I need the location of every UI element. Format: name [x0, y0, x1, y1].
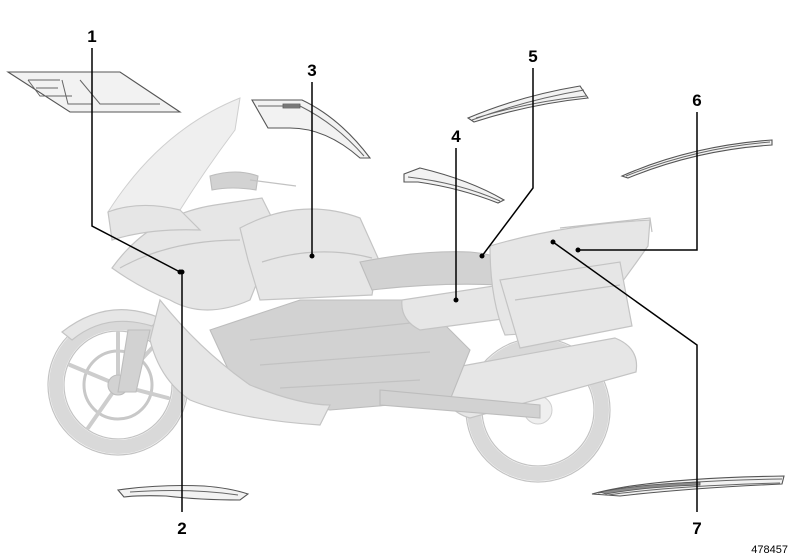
decal-7-case-side-stripe: [591, 475, 785, 497]
leader-6: [578, 112, 698, 251]
motorcycle-illustration: [47, 97, 653, 483]
dot-2: [179, 269, 185, 275]
decal-2-lower-stripe: [116, 484, 250, 501]
leader-5: [481, 68, 534, 257]
callout-3: 3: [307, 61, 316, 80]
callout-6: 6: [692, 91, 701, 110]
callout-7: 7: [692, 519, 701, 538]
reference-number: 478457: [751, 544, 788, 556]
callout-4: 4: [451, 127, 461, 146]
dot-7: [550, 239, 556, 245]
decal-1-gt-emblem: [6, 71, 182, 113]
dot-6: [575, 247, 581, 253]
leader-1: [91, 48, 181, 273]
callout-labels: 1 2 3 4 5 6 7: [87, 27, 701, 538]
leader-7: [552, 241, 698, 512]
leader-lines: [91, 48, 698, 512]
decal-3-tank-stripe: [251, 99, 372, 159]
dot-5: [479, 253, 485, 259]
callout-1: 1: [87, 27, 96, 46]
decal-5-rear-stripe: [466, 85, 589, 123]
decal-4-side-stripe: [403, 167, 506, 204]
callout-5: 5: [528, 47, 537, 66]
dot-3: [309, 253, 315, 259]
callout-2: 2: [177, 519, 186, 538]
dot-4: [453, 297, 459, 303]
attachment-dots: [177, 239, 581, 303]
